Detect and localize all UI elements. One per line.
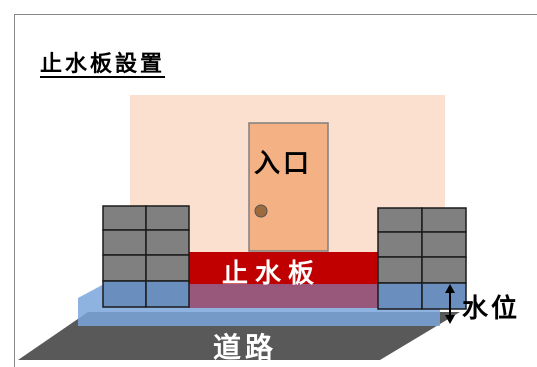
frame-top-line <box>14 14 537 15</box>
brick <box>145 229 190 256</box>
brick <box>377 256 423 284</box>
water-barrier-board <box>188 252 378 284</box>
brick <box>102 229 147 256</box>
double-vertical-arrow-icon <box>445 284 455 324</box>
brick-submerged <box>145 280 190 308</box>
water-barrier-submerged <box>188 284 378 308</box>
brick-submerged <box>421 282 467 310</box>
right-brick-column <box>377 207 467 310</box>
frame-left-line <box>14 14 15 367</box>
brick <box>421 207 467 233</box>
entrance-door <box>248 122 329 252</box>
brick-submerged <box>377 282 423 310</box>
brick <box>145 205 190 231</box>
brick <box>102 205 147 231</box>
left-brick-column <box>102 205 190 308</box>
door-knob <box>254 204 268 218</box>
diagram-title: 止水板設置 <box>40 52 166 77</box>
water-level-label: 水位 <box>462 294 521 324</box>
brick <box>377 207 423 233</box>
brick <box>421 231 467 258</box>
barrier-label: 止水板 <box>222 259 322 289</box>
brick <box>377 231 423 258</box>
brick <box>421 256 467 284</box>
brick-submerged <box>102 280 147 308</box>
brick <box>102 254 147 282</box>
road-label: 道路 <box>213 331 278 364</box>
entrance-label: 入口 <box>254 149 313 179</box>
brick <box>145 254 190 282</box>
